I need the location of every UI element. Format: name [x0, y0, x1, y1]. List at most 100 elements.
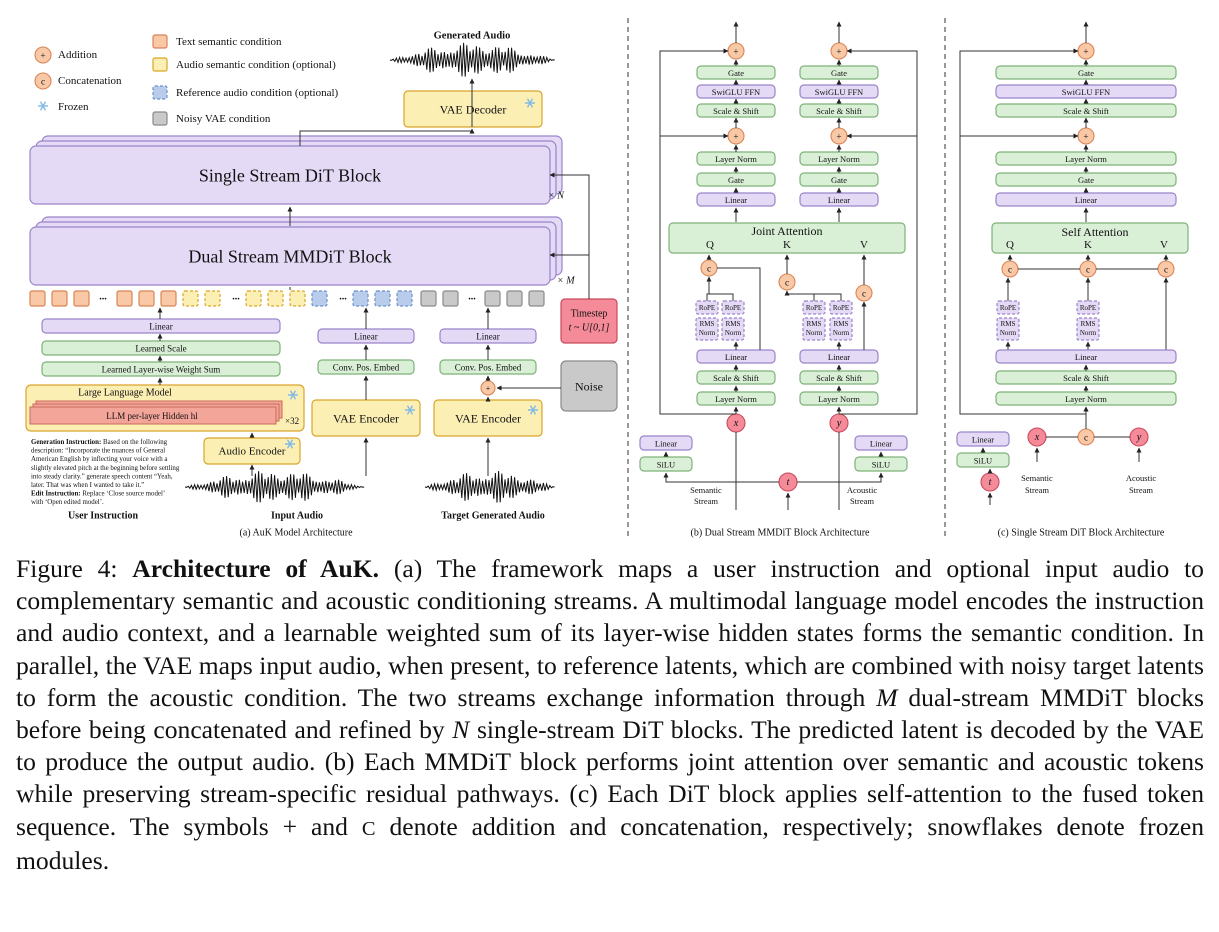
semantic-layer-norm-mid-label: Layer Norm	[715, 154, 757, 164]
panel-c-caption: (c) Single Stream DiT Block Architecture	[998, 528, 1165, 539]
semantic-addition-mid-icon-label: +	[733, 132, 738, 142]
b-t-node: t	[778, 472, 798, 492]
semantic-gate-top: Gate	[696, 65, 776, 80]
token-orange	[116, 290, 133, 307]
legend-addition-icon-shape	[34, 46, 52, 64]
b-v-concat-icon: c	[855, 284, 873, 302]
token-yellow-rect	[267, 290, 284, 307]
c-norm-label: Norm	[1000, 329, 1017, 337]
token-gray-rect	[506, 290, 523, 307]
instruction-line: slightly elevated pitch at the beginning…	[31, 464, 180, 471]
token-yellow-rect	[289, 290, 306, 307]
c-swiglu-ffn: SwiGLU FFN	[995, 84, 1177, 99]
target-linear-block-label: Linear	[476, 332, 499, 342]
panel-b-caption: (b) Dual Stream MMDiT Block Architecture	[691, 528, 871, 539]
legend-concatenation-label: Concatenation	[58, 75, 122, 87]
caption-title: Architecture of AuK.	[132, 554, 380, 583]
c-t-node: t	[980, 472, 1000, 492]
b-k-concat-icon: c	[778, 273, 796, 291]
learned-scale-block-label: Learned Scale	[135, 344, 186, 354]
legend-reference-audio-swatch-rect	[152, 85, 168, 100]
semantic-layer-norm-mid: Layer Norm	[696, 151, 776, 166]
generated-audio-waveform	[389, 42, 555, 77]
semantic-addition-top-icon-label: +	[733, 47, 738, 57]
token-blue	[352, 290, 369, 307]
input-audio-label: Input Audio	[271, 511, 323, 522]
semantic-scale-shift-in-label: Scale & Shift	[713, 373, 759, 383]
b-time-linear-left: Linear	[639, 435, 693, 451]
b-time-linear-right-label: Linear	[870, 439, 892, 449]
legend-noisy-vae-swatch	[152, 111, 168, 126]
acoustic-gate-mid: Gate	[799, 172, 879, 187]
token-yellow	[267, 290, 284, 307]
token-yellow	[289, 290, 306, 307]
c-concat-icon-0: c	[1001, 260, 1019, 278]
semantic-linear-in-label: Linear	[725, 352, 747, 362]
llm-hidden-layer-0	[29, 406, 277, 425]
legend-frozen-label: Frozen	[58, 101, 89, 113]
b-rmsnorm-sem-q	[695, 317, 719, 341]
instruction-text: later. That was when I wanted to take it…	[31, 482, 144, 489]
legend-frozen-icon	[38, 101, 48, 111]
figure-caption: Figure 4: Architecture of AuK. (a) The f…	[16, 553, 1204, 877]
c-concat-icon-1: c	[1079, 260, 1097, 278]
b-rope-up-line	[706, 293, 709, 301]
c-norm-label: Norm	[1080, 329, 1097, 337]
b-rope-up-line	[709, 293, 734, 301]
token-blue	[396, 290, 413, 307]
instruction-bold: Edit Instruction:	[31, 490, 81, 497]
c-layer-norm-in: Layer Norm	[995, 391, 1177, 406]
c-gate-mid: Gate	[995, 172, 1177, 187]
b-rmsnorm-ac-k-rect	[829, 317, 853, 341]
c-rmsnorm-sem	[996, 317, 1020, 341]
legend-addition-label: Addition	[58, 49, 98, 61]
c-layer-norm-mid: Layer Norm	[995, 151, 1177, 166]
instruction-line: later. That was when I wanted to take it…	[31, 482, 144, 489]
b-q-concat-icon: c	[700, 259, 718, 277]
semantic-scale-shift-in: Scale & Shift	[696, 370, 776, 385]
semantic-layer-norm-in-label: Layer Norm	[715, 394, 757, 404]
b-sem-v-line	[717, 267, 761, 350]
instruction-text: description: “Incorporate the nuances of…	[31, 447, 165, 454]
reference-vae-frozen-icon	[405, 405, 415, 415]
acoustic-linear-out-label: Linear	[828, 195, 850, 205]
legend-concatenation-icon: c	[34, 72, 52, 90]
c-t-node-label: t	[989, 477, 993, 488]
instruction-line: Generation Instruction: Based on the fol…	[31, 439, 168, 446]
c-time-linear-rect	[956, 431, 1010, 447]
c-residual-2	[959, 48, 1079, 136]
c-linear-out: Linear	[995, 192, 1177, 207]
c-layer-norm-mid-label: Layer Norm	[1065, 154, 1107, 164]
c-swiglu-ffn-label: SwiGLU FFN	[1062, 87, 1110, 97]
target-linear-block: Linear	[439, 328, 537, 344]
c-time-linear-label: Linear	[972, 435, 994, 445]
token-yellow-rect	[204, 290, 221, 307]
llm-hidden-label: LLM per-layer Hidden hl	[106, 411, 198, 421]
self-attention-block	[991, 222, 1189, 254]
vae-decoder-frozen-icon	[525, 98, 535, 108]
b-norm-label: Norm	[725, 329, 742, 337]
self-attention-block-rect	[991, 222, 1189, 254]
c-linear-in-rect	[995, 349, 1177, 364]
semantic-swiglu-ffn: SwiGLU FFN	[696, 84, 776, 99]
instruction-line: Edit Instruction: Replace ‘Close source …	[31, 490, 165, 497]
token-yellow-rect	[182, 290, 199, 307]
token-blue-rect	[352, 290, 369, 307]
single-stream-dit-block-0-label: Single Stream DiT Block	[199, 166, 381, 186]
b-rope-up-line	[787, 293, 815, 301]
semantic-linear-block: Linear	[41, 318, 281, 334]
legend-text-semantic-swatch-rect	[152, 34, 168, 49]
instruction-text: into steady clarity.” generate speech co…	[31, 473, 173, 480]
b-rmsnorm-sem-k	[721, 317, 745, 341]
joint-v-label: V	[860, 239, 868, 251]
times-n-label: × N	[548, 191, 565, 202]
semantic-layer-norm-in: Layer Norm	[696, 391, 776, 406]
caption-n: N	[452, 715, 470, 745]
b-rope-sem-q-rect	[695, 300, 719, 315]
c-addition-top-icon: +	[1077, 42, 1095, 60]
acoustic-gate-top: Gate	[799, 65, 879, 80]
dual-stream-mmdit-block-0-label: Dual Stream MMDiT Block	[188, 247, 391, 267]
token-blue-rect	[396, 290, 413, 307]
instruction-text: Replace ‘Close source model’	[81, 490, 166, 497]
